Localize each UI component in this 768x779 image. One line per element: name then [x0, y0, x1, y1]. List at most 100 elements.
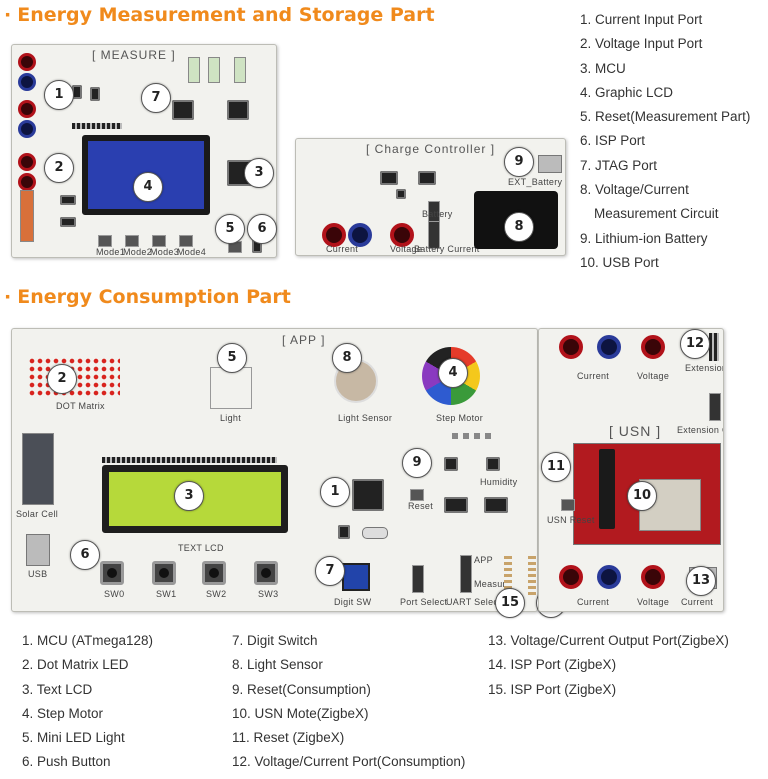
usn-reset-button[interactable]: [561, 499, 575, 511]
jtag-chip: [172, 100, 194, 120]
current-out-label: Current: [681, 597, 714, 607]
current-input-jack: [18, 73, 36, 91]
marker: 13: [686, 566, 716, 596]
marker: 1: [320, 477, 350, 507]
legend-item: 7. Digit Switch: [232, 633, 318, 648]
battery-current-label: Battery Current: [414, 244, 480, 254]
mode2-button[interactable]: [125, 235, 139, 247]
marker: 2: [44, 153, 74, 183]
inductor: [188, 57, 200, 83]
voltage-input-jack: [18, 173, 36, 191]
current-label: Current: [577, 371, 610, 381]
legend-item: 11. Reset (ZigbeX): [232, 730, 345, 746]
voltage-jack: [641, 565, 665, 589]
legend-consumption-col2: 7. Digit Switch 8. Light Sensor 9. Reset…: [232, 629, 465, 775]
marker: 4: [133, 172, 163, 202]
marker: 11: [541, 452, 571, 482]
uart-select-switch[interactable]: [460, 555, 472, 593]
component: [444, 497, 468, 513]
mode2-label: Mode2: [123, 247, 153, 257]
legend-item: Measurement Circuit: [594, 206, 719, 222]
sw3-button[interactable]: [254, 561, 278, 585]
legend-item: 6. ISP Port: [580, 133, 646, 149]
mode4-label: Mode4: [177, 247, 207, 257]
legend-item: 4. Step Motor: [22, 705, 104, 721]
led-row: [452, 433, 496, 439]
mcu-chip: [352, 479, 384, 511]
extension-current-switch[interactable]: [709, 393, 721, 421]
mode3-button[interactable]: [152, 235, 166, 247]
mode1-button[interactable]: [98, 235, 112, 247]
component: [396, 189, 406, 199]
marker: 1: [44, 80, 74, 110]
text-lcd: [102, 465, 288, 533]
marker: 4: [438, 358, 468, 388]
light-sensor-label: Light Sensor: [338, 413, 393, 423]
marker: 5: [217, 343, 247, 373]
reset-label: Reset: [408, 501, 434, 511]
component: [418, 171, 436, 185]
legend-item: 6. Push Button: [22, 754, 111, 770]
legend-item: 9. Reset(Consumption): [232, 681, 371, 697]
header-pins: [102, 457, 277, 463]
port-select-switch[interactable]: [412, 565, 424, 593]
current-input-jack: [18, 100, 36, 118]
legend-item: 1. Current Input Port: [580, 12, 703, 27]
current-jack: [322, 223, 346, 247]
inductor: [208, 57, 220, 83]
component: [72, 85, 82, 99]
reset-button[interactable]: [410, 489, 424, 501]
marker: 10: [627, 481, 657, 511]
marker: 9: [402, 448, 432, 478]
marker: 8: [504, 212, 534, 242]
text-lcd-label: TEXT LCD: [178, 543, 224, 553]
section-title-consumption: ·Energy Consumption Part: [4, 286, 291, 308]
marker: 3: [244, 158, 274, 188]
fuse-holder: [20, 190, 34, 242]
port-select-label: Port Select: [400, 597, 448, 607]
legend-item: 13. Voltage/Current Output Port(ZigbeX): [488, 633, 729, 648]
legend-consumption-col3: 13. Voltage/Current Output Port(ZigbeX) …: [488, 629, 729, 702]
isp-port: [528, 555, 536, 595]
marker: 5: [215, 214, 245, 244]
legend-item: 14. ISP Port (ZigbeX): [488, 657, 617, 673]
digit-sw-label: Digit SW: [334, 597, 372, 607]
extension-port: [709, 333, 719, 361]
component: [338, 525, 350, 539]
mode4-button[interactable]: [179, 235, 193, 247]
current-label: Current: [577, 597, 610, 607]
step-motor-label: Step Motor: [436, 413, 484, 423]
legend-item: 2. Voltage Input Port: [580, 36, 703, 52]
legend-item: 4. Graphic LCD: [580, 84, 674, 100]
component: [380, 171, 398, 185]
battery-current-switch[interactable]: [428, 221, 440, 249]
charge-board-label: [ Charge Controller ]: [366, 142, 496, 156]
usb-port[interactable]: [538, 155, 562, 173]
sw1-button[interactable]: [152, 561, 176, 585]
digit-switch[interactable]: [342, 563, 370, 591]
extension-port-label: Extension Port: [685, 363, 724, 373]
usb-port[interactable]: [26, 534, 50, 566]
measure-label: Measure: [474, 579, 512, 589]
legend-item: 8. Light Sensor: [232, 657, 323, 673]
voltage-label: Voltage: [637, 371, 670, 381]
voltage-label: Voltage: [390, 244, 423, 254]
legend-item: 7. JTAG Port: [580, 157, 658, 173]
solar-cell-label: Solar Cell: [16, 509, 59, 519]
legend-item: 9. Lithium-ion Battery: [580, 230, 708, 246]
crystal: [362, 527, 388, 539]
humidity-label: Humidity: [480, 477, 518, 487]
current-jack: [348, 223, 372, 247]
legend-item: 3. Text LCD: [22, 681, 93, 697]
zigbex-header: [599, 449, 615, 529]
usn-board-label: [ USN ]: [609, 423, 662, 439]
legend-item: 10. USB Port: [580, 254, 659, 270]
legend-item: 5. Reset(Measurement Part): [580, 109, 751, 125]
sw2-button[interactable]: [202, 561, 226, 585]
sw0-button[interactable]: [100, 561, 124, 585]
ext-battery-label: EXT_Battery: [508, 177, 563, 187]
humidity-sensor: [486, 457, 500, 471]
charge-controller-board: [ Charge Controller ] Current Voltage Ba…: [295, 138, 566, 256]
current-label: Current: [326, 244, 359, 254]
marker: 6: [70, 540, 100, 570]
